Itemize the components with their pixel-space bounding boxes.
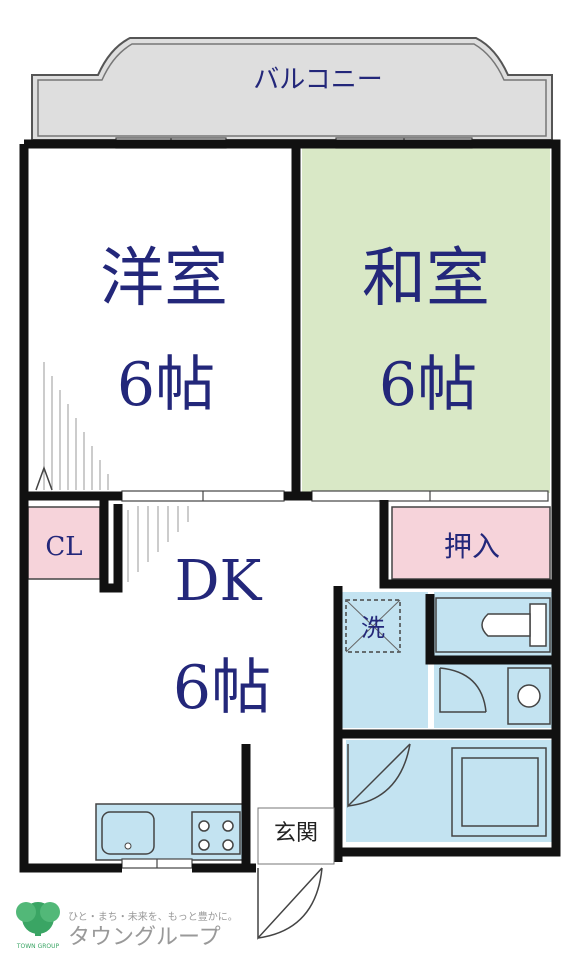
oshiire-label: 押入: [444, 530, 500, 563]
sliding-doors: [121, 490, 549, 502]
logo-tagline: ひと・まち・未来を、もっと豊かに。: [68, 910, 238, 923]
western-room-name: 洋室: [100, 242, 228, 316]
japanese-room-size: 6帖: [379, 350, 477, 420]
washer-label: 洗: [361, 614, 385, 642]
japanese-room: [302, 148, 550, 493]
washer-space: 洗: [345, 599, 401, 653]
stair-arrow: [35, 465, 53, 491]
oshiire: [391, 506, 551, 580]
walls: [19, 139, 561, 873]
company-logo: TOWN GROUP ひと・まち・未来を、もっと豊かに。 タウングループ: [16, 902, 238, 950]
door-swings: [257, 667, 487, 940]
logo-mark-text: TOWN GROUP: [16, 943, 60, 950]
bathtub: [451, 747, 547, 837]
dk-name: DK: [175, 549, 263, 614]
sink-icon: [101, 811, 155, 855]
western-room-size: 6帖: [117, 350, 215, 420]
closet-label: CL: [45, 532, 82, 562]
wash-basin: [507, 667, 551, 725]
entrance: [257, 807, 335, 865]
balcony: バルコニー: [31, 37, 553, 141]
japanese-room-name: 和室: [362, 242, 490, 316]
kitchen-counter: [95, 803, 245, 861]
toilet: [435, 597, 551, 653]
balcony-label: バルコニー: [253, 65, 382, 95]
entrance-label: 玄関: [274, 821, 318, 846]
closet: [27, 506, 101, 580]
logo-name: タウングループ: [68, 925, 221, 950]
dk-size: 6帖: [173, 653, 271, 723]
